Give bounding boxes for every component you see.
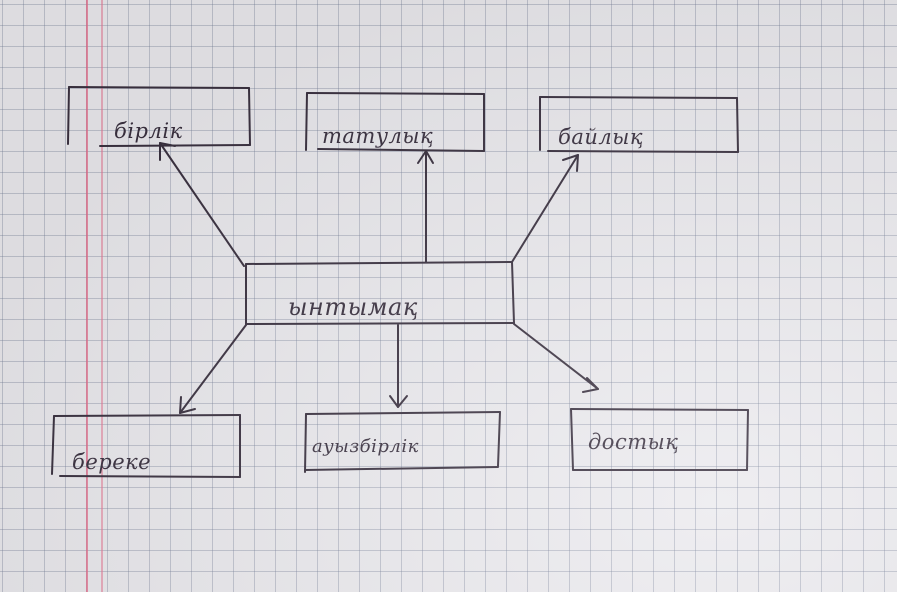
box-top-right	[539, 96, 739, 153]
label-center: ынтымақ	[288, 293, 418, 321]
margin-line-right	[101, 0, 103, 592]
box-top-middle	[305, 92, 485, 152]
center-box	[245, 261, 515, 325]
arrow-to-bottom-middle	[389, 324, 408, 408]
arrow-to-bottom-left	[179, 324, 247, 414]
arrow-to-top-right	[511, 154, 579, 263]
label-top-right: байлық	[558, 125, 644, 149]
box-bottom-right	[570, 408, 749, 471]
arrow-to-top-middle	[417, 150, 434, 263]
arrow-to-bottom-right	[513, 323, 599, 393]
label-top-left: бірлік	[114, 119, 183, 143]
box-bottom-left	[51, 414, 241, 478]
label-bottom-right: достық	[588, 430, 679, 454]
label-bottom-left: береке	[72, 450, 152, 474]
arrow-to-top-left	[159, 142, 245, 267]
label-bottom-middle: ауызбірлік	[312, 436, 419, 457]
box-bottom-middle	[304, 411, 501, 473]
margin-line-left	[86, 0, 88, 592]
label-top-middle: татулық	[322, 124, 434, 148]
